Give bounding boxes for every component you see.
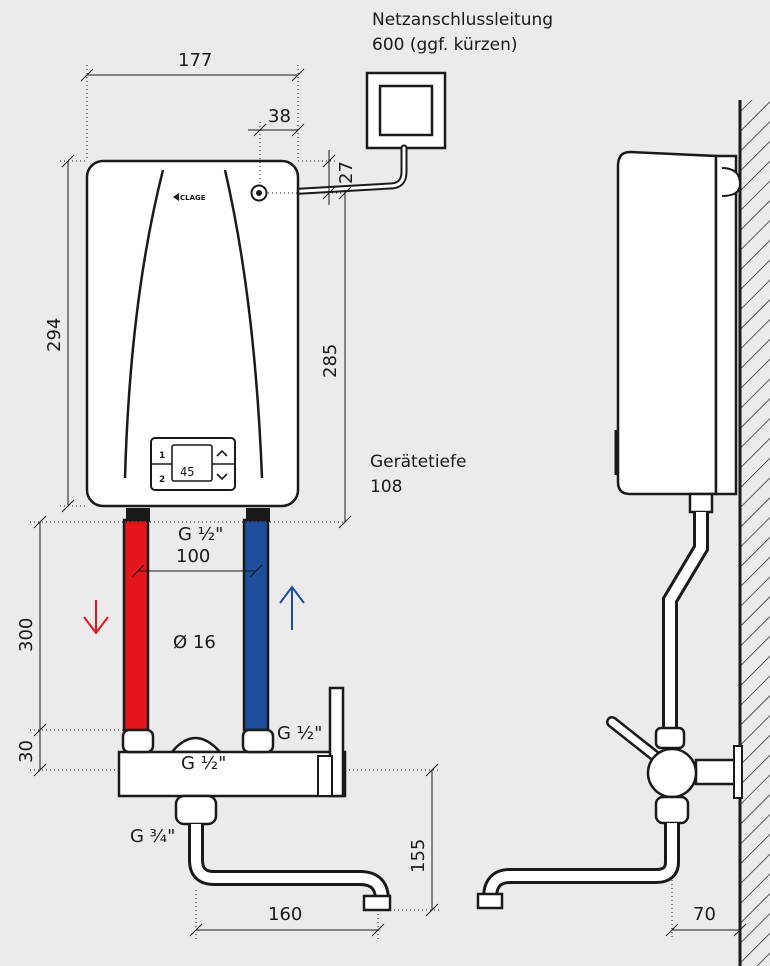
hot-water-down-arrow	[83, 600, 109, 635]
power-cable-label-2: 600 (ggf. kürzen)	[372, 35, 518, 55]
thread-spout: G ¾"	[130, 826, 175, 847]
power-cable-box	[264, 71, 447, 197]
wall	[738, 100, 770, 966]
depth-label-1: Gerätetiefe	[370, 452, 466, 472]
dim-connection-height: 285	[320, 344, 341, 378]
preset-key-1: 1	[159, 451, 165, 461]
hot-water-hose	[122, 508, 150, 732]
clage-logo: CLAGE	[173, 193, 206, 202]
water-heater-front	[85, 159, 300, 508]
water-heater-side	[476, 150, 743, 910]
cold-water-hose	[242, 508, 270, 732]
control-panel: 45 1 2	[150, 437, 236, 491]
down-key-icon	[216, 473, 228, 481]
dim-hose-length: 300	[16, 618, 37, 652]
svg-text:CLAGE: CLAGE	[180, 194, 206, 202]
dimension-lines	[30, 65, 747, 940]
dim-spout-reach: 160	[268, 904, 302, 925]
dim-hose-diameter: Ø 16	[173, 632, 216, 653]
dim-fitting-height: 30	[16, 740, 37, 763]
thread-hose-top: G ½"	[178, 524, 223, 545]
thread-right-connection: G ½"	[277, 723, 322, 744]
temperature-display: 45	[180, 465, 194, 479]
dim-height: 294	[44, 318, 65, 352]
dim-width: 177	[178, 50, 212, 71]
cold-water-up-arrow	[279, 585, 305, 630]
dim-wall-distance: 70	[693, 904, 716, 925]
dim-top-offset: 27	[336, 161, 357, 184]
preset-key-2: 2	[159, 475, 165, 485]
dim-spout-height: 155	[408, 839, 429, 873]
power-cable-label-1: Netzanschlussleitung	[372, 10, 553, 30]
mixer-tap-front	[117, 686, 392, 912]
depth-label-2: 108	[370, 477, 402, 497]
up-key-icon	[216, 449, 228, 457]
dim-hose-spacing: 100	[176, 546, 210, 567]
thread-mixer-body: G ½"	[181, 753, 226, 774]
dim-connection-offset: 38	[268, 106, 291, 127]
